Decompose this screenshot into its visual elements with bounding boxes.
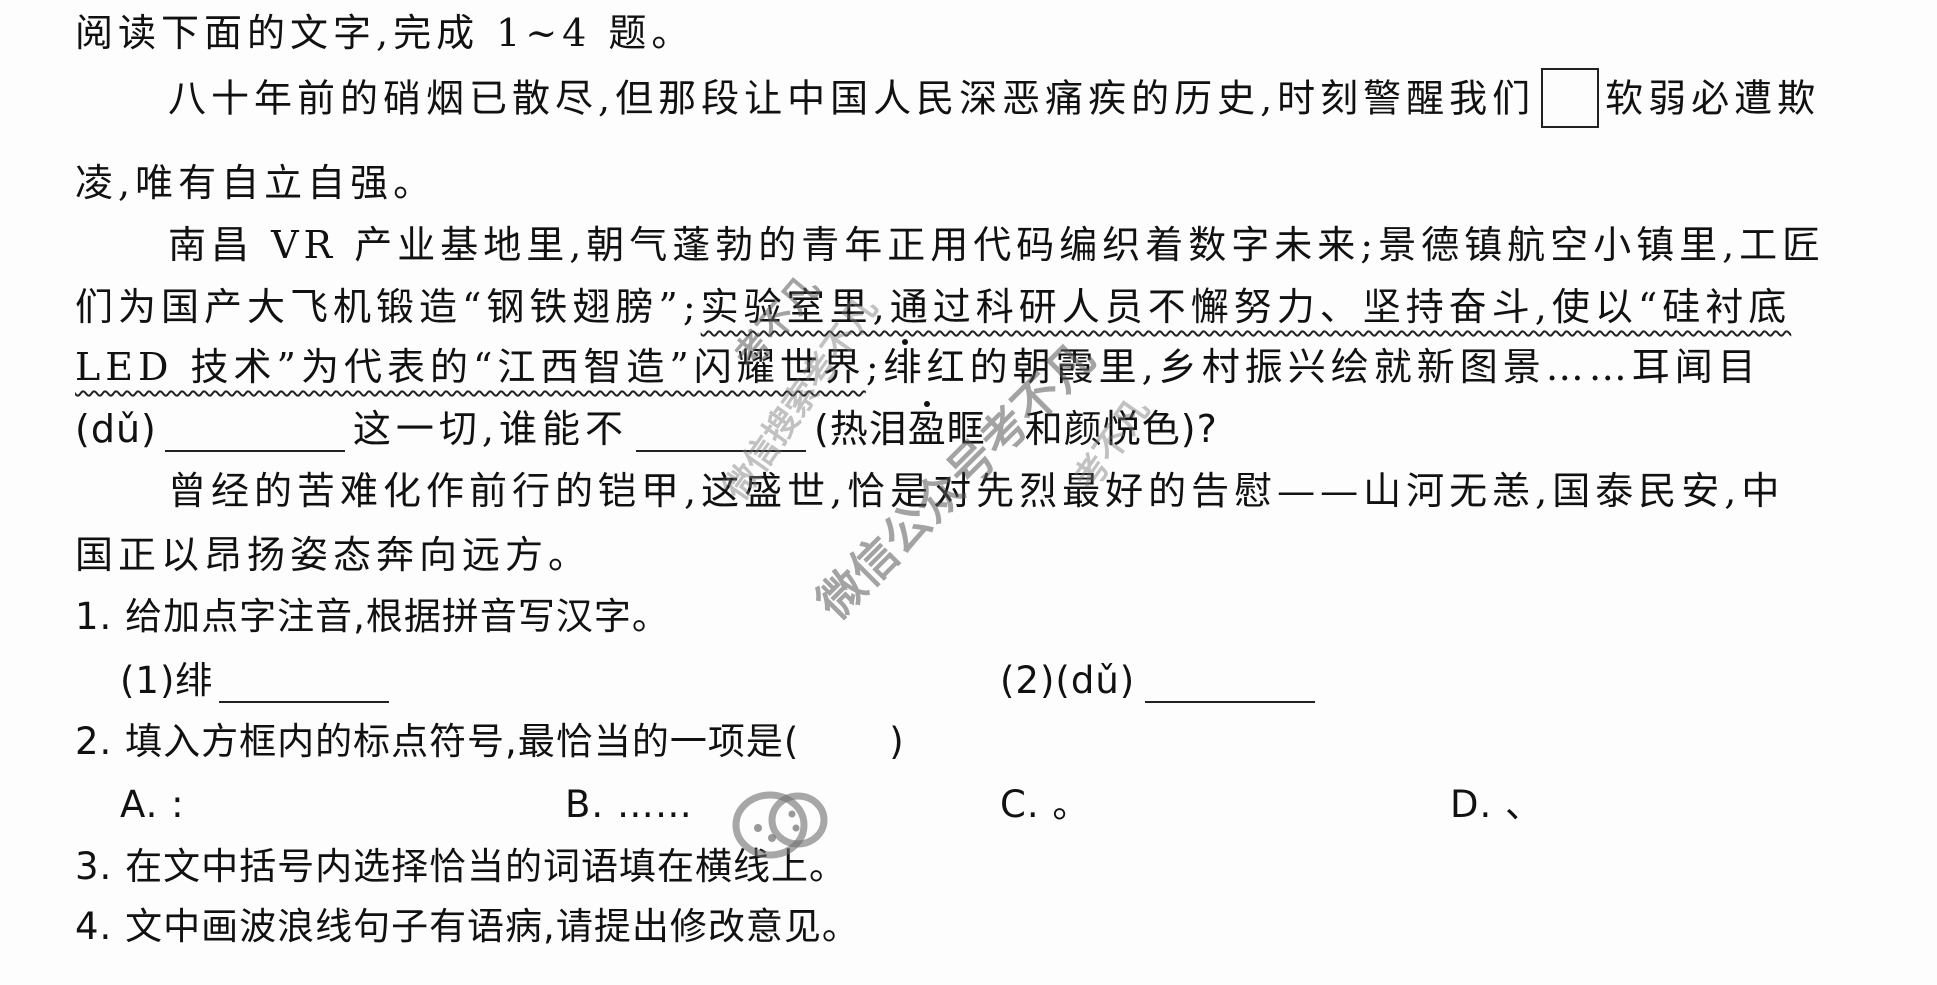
option-a[interactable]: A. : <box>120 783 185 826</box>
punctuation-box <box>1541 68 1600 128</box>
passage-text: 们为国产大飞机锻造“钢铁翅膀”; <box>75 285 701 329</box>
passage-text: 软弱必遭欺 <box>1605 76 1821 121</box>
question-2: 2. 填入方框内的标点符号,最恰当的一项是() <box>75 717 1901 767</box>
wavy-underlined-sentence: 实验室里,通过科研人员不懈努力、坚持奋斗,使以“硅衬底 <box>700 285 1792 329</box>
word-choice-text: (热泪 <box>813 407 908 451</box>
passage-p2-line2: 们为国产大飞机锻造“钢铁翅膀”;实验室里,通过科研人员不懈努力、坚持奋斗,使以“… <box>75 282 1901 332</box>
question-4: 4. 文中画波浪线句子有语病,请提出修改意见。 <box>75 905 860 948</box>
question-3: 3. 在文中括号内选择恰当的词语填在横线上。 <box>75 845 848 888</box>
dotted-character: 盈 <box>907 407 947 451</box>
passage-p3-line2: 国正以昂扬姿态奔向远方。 <box>75 533 592 577</box>
passage-p1-line1: 八十年前的硝烟已散尽,但那段让中国人民深恶痛疾的历史,时刻警醒我们 软弱必遭欺 <box>168 68 1901 132</box>
passage-p2-line4: (dǔ) 这一切,谁能不 (热泪盈眶 和颜悦色)? <box>75 404 1901 454</box>
option-d[interactable]: D. 、 <box>1450 783 1544 826</box>
question-label: (1)绯 <box>120 659 214 702</box>
answer-blank[interactable] <box>219 665 390 703</box>
passage-text: 红的朝霞里,乡村振兴绘就新图景……耳闻目 <box>926 345 1761 389</box>
dotted-character: 绯 <box>883 345 927 389</box>
question-1-part-2: (2)(dǔ) <box>1000 655 1901 706</box>
option-b[interactable]: B. …… <box>565 783 693 826</box>
answer-blank[interactable] <box>1145 665 1316 703</box>
answer-blank[interactable] <box>635 414 806 452</box>
question-text: ) <box>889 720 905 763</box>
question-1: 1. 给加点字注音,根据拼音写汉字。 <box>75 595 670 638</box>
word-choice: (热泪盈眶 和颜悦色)? <box>814 407 1218 451</box>
passage-text: ; <box>865 345 884 389</box>
passage-text: 八十年前的硝烟已散尽,但那段让中国人民深恶痛疾的历史,时刻警醒我们 <box>168 76 1536 121</box>
passage-p1-line2: 凌,唯有自立自强。 <box>75 161 437 205</box>
passage-p2-line1: 南昌 VR 产业基地里,朝气蓬勃的青年正用代码编织着数字未来;景德镇航空小镇里,… <box>168 223 1826 267</box>
word-choice-text: 眶 和颜悦色)? <box>946 407 1218 451</box>
passage-text: 这一切,谁能不 <box>352 407 628 451</box>
answer-blank[interactable] <box>164 414 345 452</box>
wavy-underlined-sentence: LED 技术”为代表的“江西智造”闪耀世界 <box>75 345 866 389</box>
question-label: (2)(dǔ) <box>1000 659 1136 702</box>
option-c[interactable]: C. 。 <box>1000 783 1091 826</box>
passage-p2-line3: LED 技术”为代表的“江西智造”闪耀世界;绯红的朝霞里,乡村振兴绘就新图景……… <box>75 342 1901 392</box>
question-1-part-1: (1)绯 <box>120 655 1901 706</box>
instruction: 阅读下面的文字,完成 1~4 题。 <box>75 11 695 55</box>
passage-p3-line1: 曾经的苦难化作前行的铠甲,这盛世,恰是对先烈最好的告慰——山河无恙,国泰民安,中 <box>168 469 1785 513</box>
pinyin-hint: (dǔ) <box>75 407 157 451</box>
question-text: 2. 填入方框内的标点符号,最恰当的一项是( <box>75 720 800 763</box>
